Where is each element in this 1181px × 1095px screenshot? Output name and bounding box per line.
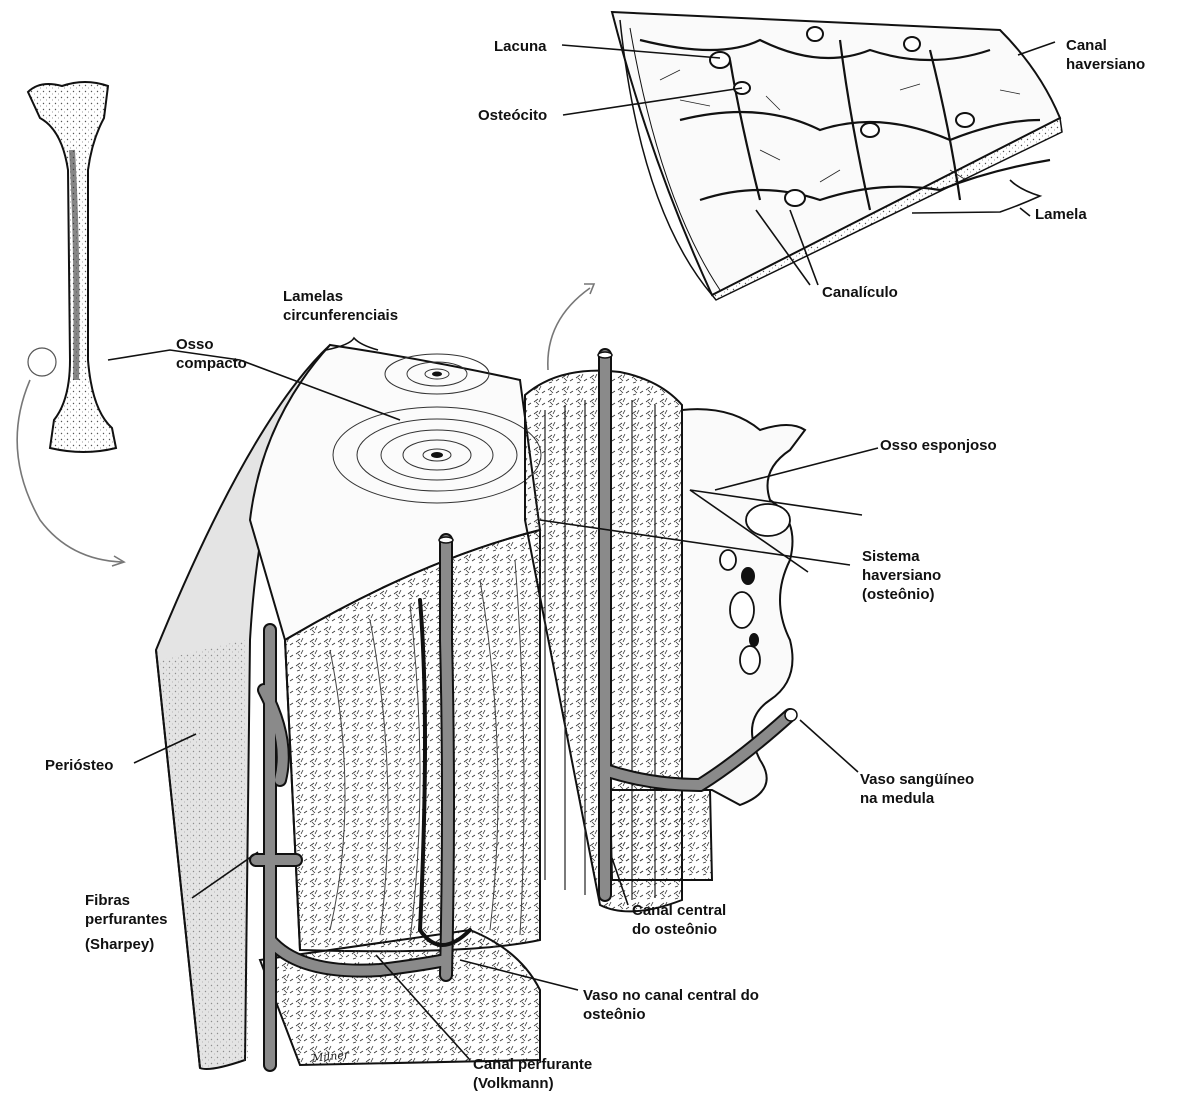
label-lacuna: Lacuna xyxy=(494,37,547,56)
label-lamelas-circunferenciais: Lamelas circunferenciais xyxy=(283,287,398,325)
label-osteocito: Osteócito xyxy=(478,106,547,125)
label-sistema-haversiano: Sistema haversiano (osteônio) xyxy=(862,547,941,604)
label-fibras-perfurantes: Fibras perfurantes (Sharpey) xyxy=(85,891,168,954)
label-lamela: Lamela xyxy=(1035,205,1087,224)
label-canal-perfurante: Canal perfurante (Volkmann) xyxy=(473,1055,592,1093)
label-vaso-medula: Vaso sangüíneo na medula xyxy=(860,770,974,808)
label-canal-haversiano: Canal haversiano xyxy=(1066,36,1145,74)
label-canaliculo: Canalículo xyxy=(822,283,898,302)
long-bone-illustration xyxy=(17,82,124,566)
label-canal-central: Canal central do osteônio xyxy=(632,901,726,939)
label-periosteo: Periósteo xyxy=(45,756,113,775)
label-osso-compacto: Osso compacto xyxy=(176,335,247,373)
label-vaso-canal-central: Vaso no canal central do osteônio xyxy=(583,986,759,1024)
label-osso-esponjoso: Osso esponjoso xyxy=(880,436,997,455)
